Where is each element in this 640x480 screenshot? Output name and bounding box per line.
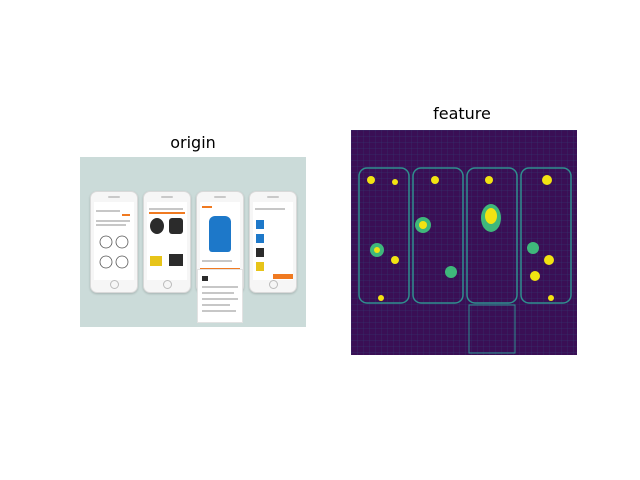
checkout-bar [273,274,293,279]
origin-image [80,157,306,327]
speaker [108,196,120,198]
watch-image [150,218,164,234]
accent-line [202,206,212,208]
feature-title: feature [433,104,491,123]
text-line [202,292,234,294]
accent-line [149,212,185,214]
text-line [202,260,232,262]
product-image [150,256,162,266]
product-image [256,248,264,257]
detail-sheet [197,269,243,323]
phone-mockup [90,191,138,293]
text-line [202,286,238,288]
face-illustrations [99,235,129,269]
phone-mockup [249,191,297,293]
text-line [202,310,236,312]
text-line [96,210,120,212]
bag-image [169,254,183,266]
text-line [149,208,183,210]
phone-mockup [143,191,191,293]
product-image [256,220,264,229]
jacket-image [209,216,231,252]
product-image [256,234,264,243]
text-line [255,208,285,210]
phone-screen [94,202,134,280]
text-line [202,298,238,300]
speaker [214,196,226,198]
phone-screen [253,202,293,280]
feature-heatmap [351,130,577,355]
feature-map [351,130,577,355]
text-line [96,224,126,226]
swatch [202,276,208,281]
speaker [161,196,173,198]
phone-screen [147,202,187,280]
text-line [96,220,130,222]
speaker [267,196,279,198]
accent-line [122,214,130,216]
home-button [163,280,172,289]
home-button [269,280,278,289]
origin-title: origin [170,133,216,152]
text-line [202,304,230,306]
product-image [256,262,264,271]
mug-image [169,218,183,234]
home-button [110,280,119,289]
